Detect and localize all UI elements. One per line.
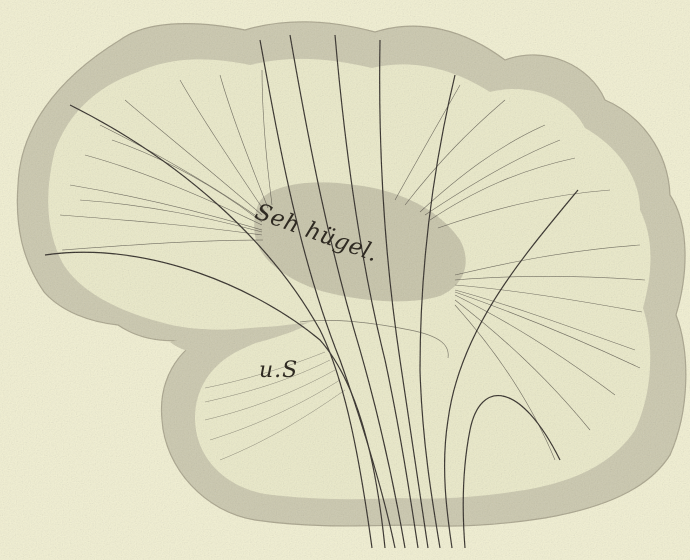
brain-section-illustration bbox=[0, 0, 690, 560]
illustration-canvas: Seh hügel. u.S bbox=[0, 0, 690, 560]
paper-grain bbox=[0, 0, 690, 560]
